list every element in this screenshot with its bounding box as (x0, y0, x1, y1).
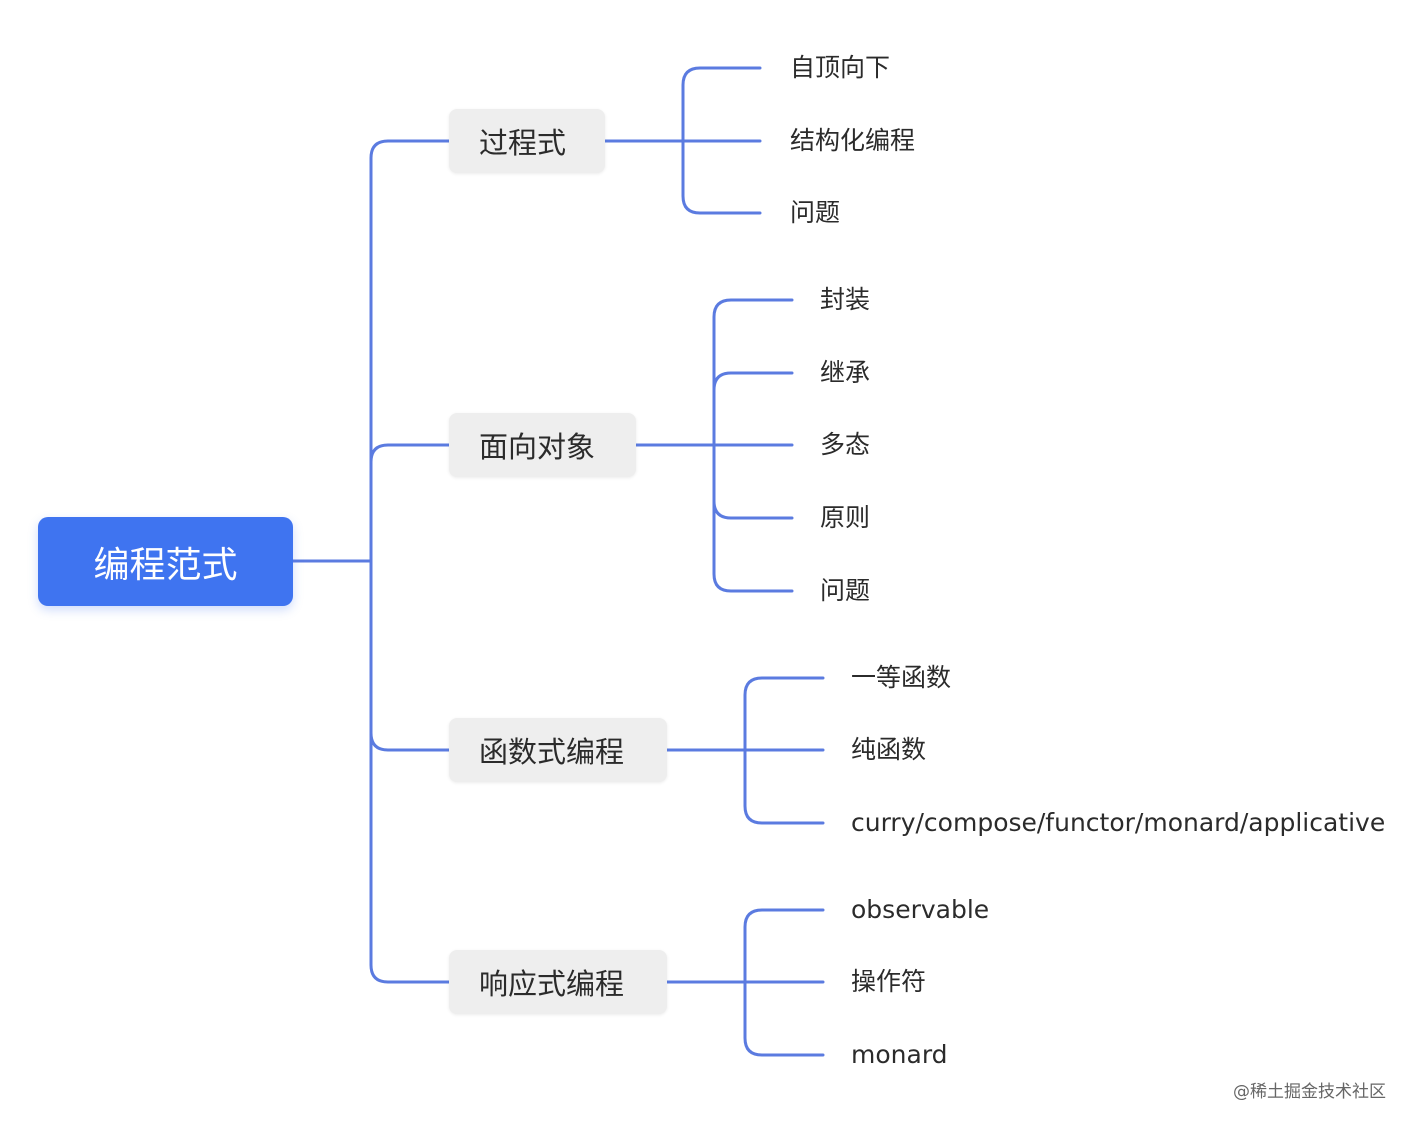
root-node[interactable]: 编程范式 (38, 517, 293, 606)
branch2-trunk (712, 298, 794, 593)
branch-connector-2 (369, 443, 451, 464)
leaf-node[interactable]: 原则 (820, 503, 871, 532)
branch1-trunk (681, 66, 762, 215)
branch2-child-2 (712, 371, 794, 392)
leaf-node[interactable]: 一等函数 (851, 663, 952, 692)
leaf-node[interactable]: 自顶向下 (790, 53, 891, 82)
branch-node-label: 响应式编程 (479, 967, 625, 1001)
leaf-node[interactable]: 继承 (820, 358, 871, 387)
branch-connector-3 (369, 731, 451, 752)
branch-node-functional[interactable]: 函数式编程 (449, 718, 667, 782)
branch-node-reactive[interactable]: 响应式编程 (449, 950, 667, 1014)
branch-node-label: 面向对象 (479, 430, 596, 464)
footer-watermark: @稀土掘金技术社区 (1233, 1082, 1386, 1102)
leaf-node[interactable]: 多态 (820, 430, 871, 459)
branch3-trunk (743, 676, 825, 825)
leaf-node[interactable]: curry/compose/functor/monard/applicative (851, 808, 1386, 837)
leaf-node[interactable]: 结构化编程 (790, 126, 916, 155)
root-node-label: 编程范式 (93, 544, 238, 586)
branch-node-oop[interactable]: 面向对象 (449, 413, 636, 477)
leaf-node[interactable]: observable (851, 895, 990, 924)
branch-node-procedural[interactable]: 过程式 (449, 109, 605, 173)
branch-node-label: 函数式编程 (479, 735, 625, 769)
leaf-node[interactable]: 操作符 (851, 967, 927, 996)
branch4-trunk (743, 908, 825, 1057)
leaf-node[interactable]: 问题 (820, 576, 871, 605)
main-trunk (369, 139, 451, 984)
leaf-node[interactable]: 问题 (790, 198, 841, 227)
branch2-child-4 (712, 499, 794, 520)
leaf-node[interactable]: 封装 (820, 285, 871, 314)
leaf-node[interactable]: monard (851, 1040, 948, 1069)
branch-node-label: 过程式 (479, 126, 567, 160)
leaf-node[interactable]: 纯函数 (851, 735, 927, 764)
